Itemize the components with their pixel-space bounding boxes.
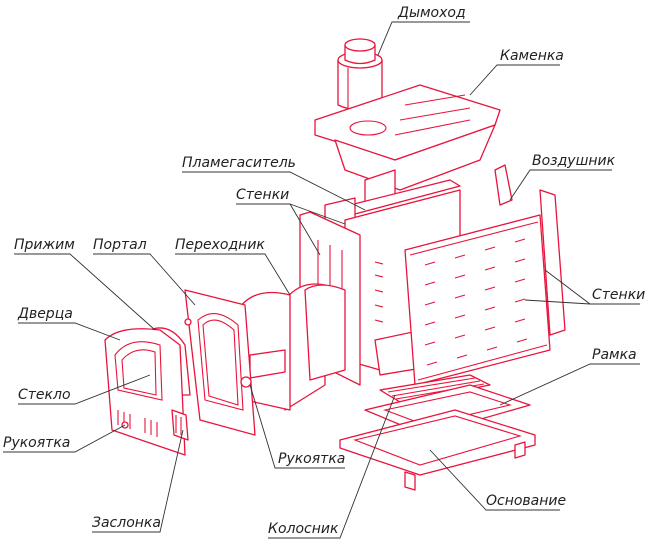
label-handle-left: Рукоятка <box>3 435 70 451</box>
grate-part <box>379 374 491 403</box>
label-portal: Портал <box>93 237 147 253</box>
label-glass: Стекло <box>18 387 71 403</box>
label-grate: Колосник <box>268 521 339 537</box>
label-adapter: Переходник <box>175 237 265 253</box>
label-base: Основание <box>486 493 566 509</box>
label-frame: Рамка <box>592 347 637 363</box>
leader-lines <box>3 21 640 539</box>
air-duct-part <box>494 164 566 336</box>
label-chimney: Дымоход <box>397 5 466 21</box>
label-damper: Заслонка <box>92 515 161 531</box>
chimney-part <box>337 38 383 111</box>
label-handle-mid: Рукоятка <box>278 451 345 467</box>
label-walls-right: Стенки <box>592 287 645 303</box>
base-part <box>339 409 536 491</box>
label-door: Дверца <box>17 306 73 322</box>
portal-part <box>184 289 256 436</box>
label-air-duct: Воздушник <box>532 153 616 169</box>
door-part <box>104 328 189 456</box>
label-walls-top: Стенки <box>236 187 289 203</box>
label-stone-box: Каменка <box>500 48 564 64</box>
perforated-wall-part <box>404 214 551 386</box>
label-clamp: Прижим <box>14 237 75 253</box>
label-flame-damper: Пламегаситель <box>182 155 296 171</box>
